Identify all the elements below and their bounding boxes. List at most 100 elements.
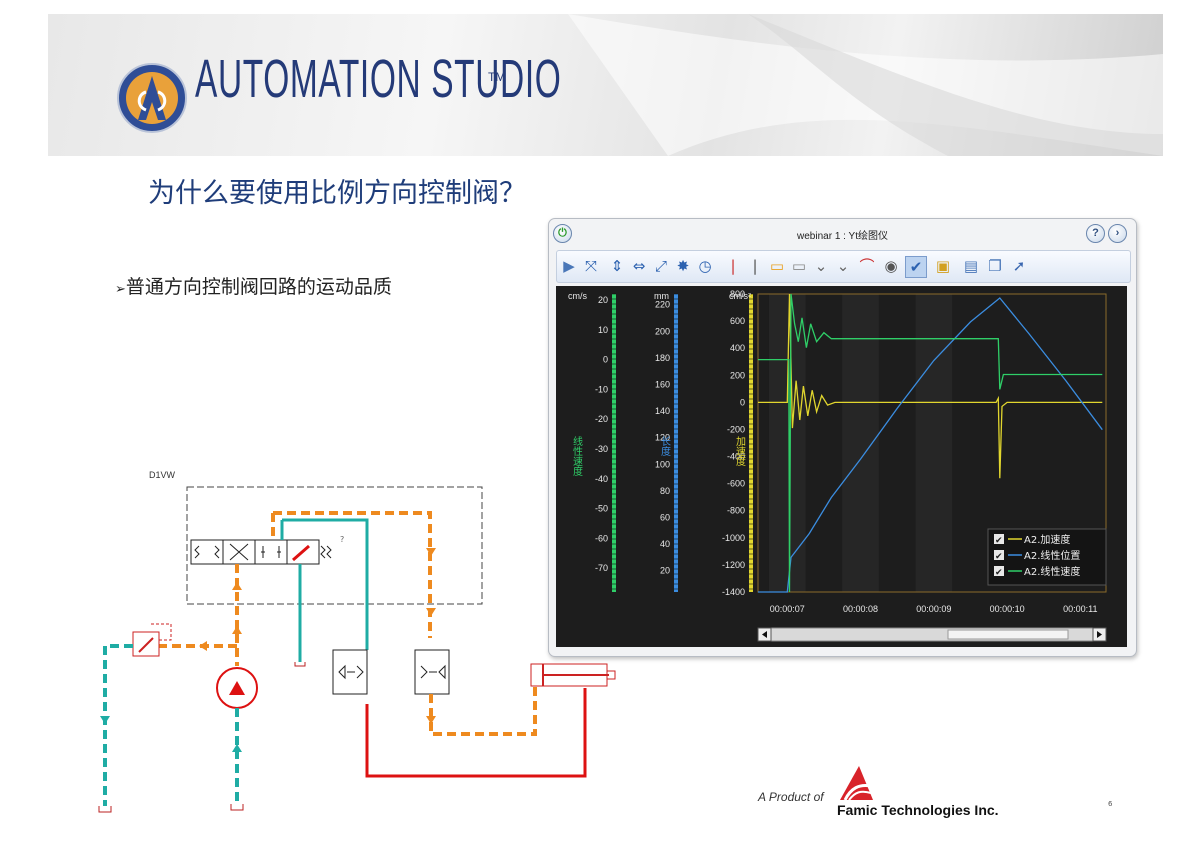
axis-tick-label: -600: [727, 479, 745, 489]
relief-valve[interactable]: [132, 623, 172, 657]
hydraulic-circuit-diagram: D1VW ?: [98, 470, 616, 813]
legend-checkbox: [994, 534, 1004, 544]
valve-boundary: [186, 486, 483, 605]
scrollbar-thumb[interactable]: [947, 629, 1069, 640]
directional-valve[interactable]: [190, 539, 332, 565]
copy-icon[interactable]: ❐: [988, 257, 1002, 275]
legend-check: ✔: [995, 552, 1003, 562]
company-logo: [840, 766, 873, 801]
x-tick-label: 00:00:11: [1063, 604, 1097, 614]
comment-remove-icon[interactable]: ▭: [791, 257, 807, 275]
power-icon[interactable]: ⏻: [553, 224, 572, 243]
marker-add-icon[interactable]: |: [730, 257, 736, 275]
axis-tick-label: 220: [655, 300, 670, 310]
yt-chart: 20100-10-20-30-40-50-60-70cm/s线性速度220200…: [568, 289, 1107, 642]
product-prefix: A Product of: [758, 790, 824, 804]
axis-tick-label: 800: [730, 289, 745, 299]
eye-icon[interactable]: ◉: [884, 257, 898, 275]
axis-title: 线性速度: [571, 435, 583, 477]
pump[interactable]: [216, 667, 258, 709]
plot-frame: [757, 293, 1107, 593]
plotter-window[interactable]: ⏻ webinar 1 : Yt绘图仪 ? › ▶ ⤧ ⇕ ⇔ ⤢ ✸ ◷ | …: [548, 218, 1137, 657]
help-icon[interactable]: ?: [1086, 224, 1105, 243]
play-icon[interactable]: ▶: [563, 257, 575, 275]
axis-tick-label: -30: [595, 444, 608, 454]
zoom-fit-icon[interactable]: ⤢: [654, 257, 667, 275]
scroll-left-icon: [762, 631, 767, 638]
axis-title: 长度: [659, 436, 671, 457]
axis-tick-label: 120: [655, 433, 670, 443]
timer-icon[interactable]: ◷: [698, 257, 712, 275]
axis-tick-label: 200: [655, 326, 670, 336]
axis-tick-label: 80: [660, 486, 670, 496]
zoom-x-icon[interactable]: ⇔: [632, 257, 646, 275]
export-icon[interactable]: ➚: [1012, 257, 1026, 275]
brand-name: AUTOMATION STUDIO: [195, 49, 562, 109]
axis-tick-label: -60: [595, 533, 608, 543]
question-mark: ?: [340, 535, 344, 544]
watch-variable-icon[interactable]: ⌒: [859, 257, 875, 275]
axis-tick-label: 60: [660, 513, 670, 523]
series-line: [758, 297, 1103, 593]
banner-swoosh: [568, 14, 1163, 156]
axis-tick-label: -1200: [722, 560, 745, 570]
axis-tick-label: 200: [730, 370, 745, 380]
page-number: 6: [1108, 800, 1113, 808]
legend-check: ✔: [995, 536, 1003, 546]
plot-band: [915, 294, 953, 592]
axis-tick-label: 400: [730, 343, 745, 353]
x-tick-label: 00:00:08: [843, 604, 878, 614]
axis-tick-label: 140: [655, 406, 670, 416]
hydraulic-cylinder[interactable]: [530, 663, 616, 687]
axis-tick-label: 180: [655, 353, 670, 363]
legend-box: [987, 528, 1107, 586]
lock-icon[interactable]: ▣: [935, 257, 951, 275]
check-valve-right[interactable]: [414, 649, 450, 695]
axis-tick-label: 100: [655, 459, 670, 469]
cursor-icon[interactable]: ⤧: [584, 257, 597, 275]
axis-tick-label: 20: [598, 295, 608, 305]
axis-tick-label: 160: [655, 379, 670, 389]
axis-tick-label: 600: [730, 316, 745, 326]
filter-add-icon[interactable]: ⌄: [814, 257, 828, 275]
axis-tick-label: -40: [595, 474, 608, 484]
slide-title: 为什么要使用比例方向控制阀？: [148, 178, 526, 209]
comment-add-icon[interactable]: ▭: [769, 257, 785, 275]
series-line: [758, 293, 1103, 479]
zoom-all-icon[interactable]: ✸: [676, 257, 690, 275]
axis-tick-label: -400: [727, 452, 745, 462]
bullet-text: 普通方向控制阀回路的运动品质: [125, 276, 392, 298]
window-nav-icon[interactable]: ›: [1108, 224, 1127, 243]
axis-unit: mm: [654, 291, 669, 301]
axis-tick-label: 10: [598, 325, 608, 335]
axis-tick-label: 0: [603, 355, 608, 365]
filter-remove-icon[interactable]: ⌄: [836, 257, 850, 275]
series-line: [758, 293, 1103, 593]
bullet-marker: ➢: [115, 282, 126, 297]
checklist-icon[interactable]: ✔: [905, 256, 927, 278]
axis-tick-label: -800: [727, 506, 745, 516]
plot-band: [768, 294, 806, 592]
legend-label: A2.线性速度: [1024, 565, 1080, 578]
legend-label: A2.加速度: [1024, 533, 1070, 546]
bullet-item: ➢普通方向控制阀回路的运动品质: [115, 272, 392, 299]
axis-tick-label: 0: [740, 397, 745, 407]
zoom-y-icon[interactable]: ⇕: [610, 257, 624, 275]
window-titlebar[interactable]: ⏻ webinar 1 : Yt绘图仪 ? ›: [549, 219, 1136, 249]
axis-tick-label: -70: [595, 563, 608, 573]
axis-tick-label: 40: [660, 539, 670, 549]
brand-logo: [117, 63, 187, 133]
print-icon[interactable]: ▤: [963, 257, 979, 275]
legend-checkbox: [994, 550, 1004, 560]
axis-tick-label: -50: [595, 504, 608, 514]
check-valve-left[interactable]: [332, 649, 368, 695]
company-name: Famic Technologies Inc.: [837, 802, 999, 818]
marker-remove-icon[interactable]: |: [752, 257, 758, 275]
axis-tick-label: -10: [595, 384, 608, 394]
legend-label: A2.线性位置: [1024, 549, 1080, 562]
axis-tick-label: 20: [660, 566, 670, 576]
axis-tick-label: -1400: [722, 587, 745, 597]
legend-check: ✔: [995, 568, 1003, 578]
x-tick-label: 00:00:10: [990, 604, 1025, 614]
